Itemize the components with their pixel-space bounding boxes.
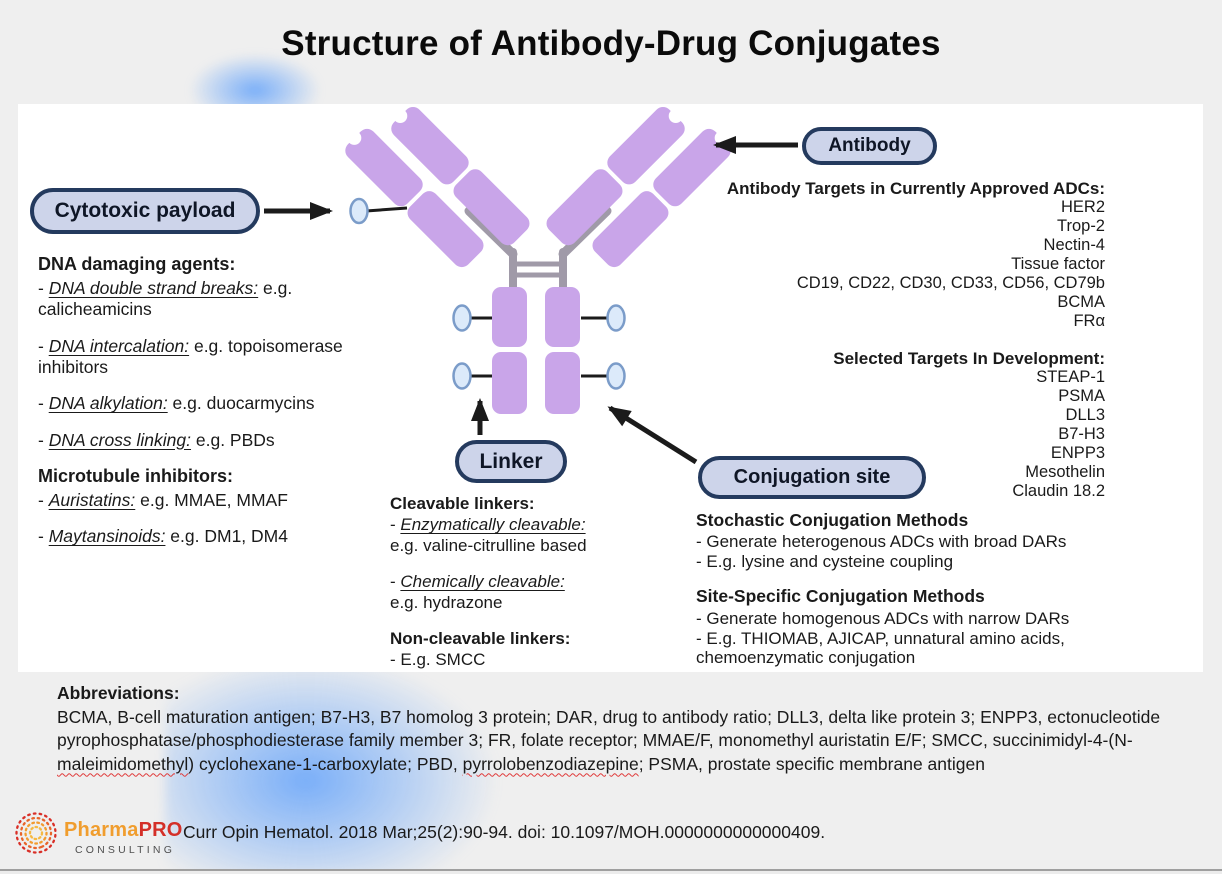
payload-item: - DNA intercalation: e.g. topoisomerase …: [38, 335, 343, 377]
stochastic-heading: Stochastic Conjugation Methods: [696, 510, 969, 530]
target-item: B7-H3: [1058, 425, 1105, 443]
target-item: BCMA: [1057, 293, 1105, 311]
linker-item: - Chemically cleavable: e.g. hydrazone: [390, 572, 565, 612]
target-item: STEAP-1: [1036, 368, 1105, 386]
microtubule-heading: Microtubule inhibitors:: [38, 466, 233, 487]
antibody-diagram: [264, 106, 798, 465]
linker-item: - E.g. SMCC: [390, 650, 486, 670]
spellcheck-word: maleimidomethyl: [57, 753, 189, 774]
conjugation-item: - Generate homogenous ADCs with narrow D…: [696, 608, 1070, 628]
site-specific-heading: Site-Specific Conjugation Methods: [696, 586, 985, 607]
target-item: Claudin 18.2: [1012, 482, 1105, 500]
conjugation-item: - Generate heterogenous ADCs with broad …: [696, 532, 1067, 552]
linker-label: Linker: [455, 440, 567, 483]
antibody-left-arm: [345, 106, 530, 268]
logo-text: PharmaPRO CONSULTING: [64, 820, 183, 856]
target-item: Tissue factor: [1011, 255, 1105, 273]
pharmapro-logo: PharmaPRO CONSULTING: [13, 808, 183, 858]
cytotoxic-payload-label: Cytotoxic payload: [30, 188, 260, 234]
arrow-conjugation-site: [607, 405, 698, 465]
payload-text-block: DNA damaging agents: - DNA double strand…: [38, 254, 390, 563]
target-item: Trop-2: [1057, 217, 1105, 235]
logo-pro: PRO: [138, 819, 183, 841]
logo-consulting: CONSULTING: [75, 844, 176, 856]
antibody-targets-block: Antibody Targets in Currently Approved A…: [675, 179, 1105, 501]
target-item: FRα: [1073, 312, 1105, 330]
target-item: DLL3: [1065, 406, 1105, 424]
antibody-label: Antibody: [802, 127, 937, 165]
target-item: PSMA: [1058, 387, 1105, 405]
development-targets-heading: Selected Targets In Development:: [833, 349, 1105, 368]
page-title: Structure of Antibody-Drug Conjugates: [281, 24, 941, 63]
antibody-fc-region: [492, 287, 580, 414]
conjugation-item: - E.g. lysine and cysteine coupling: [696, 552, 954, 572]
abbreviations-text: BCMA, B-cell maturation antigen; B7-H3, …: [57, 706, 1161, 774]
antibody-right-arm: [546, 106, 731, 268]
payload-connector-lines: [365, 206, 609, 378]
logo-pharma: Pharma: [64, 819, 139, 841]
abbreviations-heading: Abbreviations:: [57, 683, 180, 703]
conjugation-item: - E.g. THIOMAB, AJICAP, unnatural amino …: [696, 628, 1065, 668]
payload-item: - DNA alkylation: e.g. duocarmycins: [38, 393, 315, 414]
target-item: HER2: [1060, 198, 1105, 216]
payload-item: - Maytansinoids: e.g. DM1, DM4: [38, 526, 288, 547]
diagram-panel: Cytotoxic payload Antibody Linker Conjug…: [18, 104, 1203, 672]
target-item: Nectin-4: [1043, 236, 1105, 254]
hinge-disulfide-bonds: [464, 206, 612, 296]
linker-item: - Enzymatically cleavable: e.g. valine-c…: [390, 515, 587, 555]
approved-targets-heading: Antibody Targets in Currently Approved A…: [726, 179, 1105, 198]
target-item: CD19, CD22, CD30, CD33, CD56, CD79b: [796, 274, 1105, 292]
pharmapro-logo-icon: [15, 812, 57, 854]
payload-item: - Auristatins: e.g. MMAE, MMAF: [38, 489, 288, 510]
conjugation-site-label: Conjugation site: [698, 456, 926, 499]
payload-item: - DNA double strand breaks: e.g. caliche…: [38, 277, 293, 320]
target-item: Mesothelin: [1025, 463, 1105, 481]
dna-damaging-heading: DNA damaging agents:: [38, 254, 236, 274]
cleavable-linkers-heading: Cleavable linkers:: [390, 494, 535, 513]
payload-item: - DNA cross linking: e.g. PBDs: [38, 429, 275, 450]
citation: Curr Opin Hematol. 2018 Mar;25(2):90-94.…: [183, 822, 826, 842]
noncleavable-linkers-heading: Non-cleavable linkers:: [390, 628, 571, 648]
spellcheck-word: pyrrolobenzodiazepine: [462, 753, 639, 774]
linker-text-block: Cleavable linkers: - Enzymatically cleav…: [390, 494, 690, 671]
conjugation-text-block: Stochastic Conjugation Methods - Generat…: [696, 510, 1184, 668]
payload-ovals: [349, 197, 626, 390]
target-item: ENPP3: [1050, 444, 1105, 462]
abbreviations-block: Abbreviations: BCMA, B-cell maturation a…: [57, 682, 1182, 776]
window-bottom-edge: [0, 869, 1222, 874]
